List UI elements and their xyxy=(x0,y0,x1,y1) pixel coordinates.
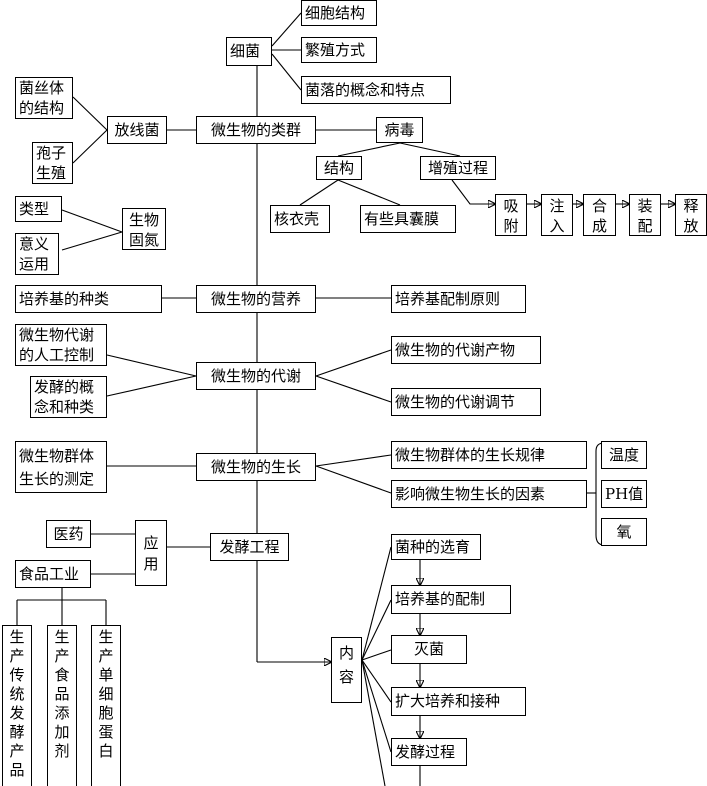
node-virus-structure: 结构 xyxy=(316,156,362,180)
node-actinomycete: 放线菌 xyxy=(107,116,167,144)
node-step-assembly: 装配 xyxy=(629,194,661,236)
node-single-cell-protein: 生产单细胞蛋白 xyxy=(91,625,121,786)
node-colony-concept: 菌落的概念和特点 xyxy=(301,76,451,104)
node-growth-factors: 影响微生物生长的因素 xyxy=(391,480,587,508)
node-oxygen: 氧 xyxy=(601,518,647,546)
node-microbe-metabolism: 微生物的代谢 xyxy=(196,362,316,390)
node-metabolites: 微生物的代谢产物 xyxy=(391,336,541,364)
node-fermentation-engineering: 发酵工程 xyxy=(210,533,289,561)
node-mycelium-structure: 菌丝体的结构 xyxy=(15,77,73,119)
node-traditional-products: 生产传统发酵产品 xyxy=(2,625,32,786)
node-scale-up-inoculation: 扩大培养和接种 xyxy=(391,687,526,716)
node-microbe-groups: 微生物的类群 xyxy=(196,116,316,144)
node-nucleocapsid: 核衣壳 xyxy=(270,205,330,233)
node-cell-structure: 细胞结构 xyxy=(301,0,377,26)
node-bacteria: 细菌 xyxy=(226,37,272,66)
node-spore-reproduction: 孢子生殖 xyxy=(32,142,73,184)
node-food-additives: 生产食品添加剂 xyxy=(47,625,77,786)
node-proliferation-process: 增殖过程 xyxy=(420,156,496,180)
node-microbe-growth: 微生物的生长 xyxy=(196,453,316,481)
node-virus: 病毒 xyxy=(376,117,423,143)
node-temperature: 温度 xyxy=(601,441,647,469)
node-step-synthesis: 合成 xyxy=(583,194,616,236)
node-nitrogen-fixation: 生物固氮 xyxy=(122,208,166,250)
node-step-adsorption: 吸附 xyxy=(495,194,527,236)
node-content: 内容 xyxy=(331,637,362,703)
node-sterilization: 灭菌 xyxy=(391,635,467,664)
node-strain-breeding: 菌种的选育 xyxy=(391,534,481,560)
node-fermentation-concept: 发酵的概念和种类 xyxy=(30,376,107,418)
node-application: 应用 xyxy=(135,520,167,586)
node-fermentation-process: 发酵过程 xyxy=(391,738,467,766)
node-step-injection: 注入 xyxy=(541,194,573,236)
node-food-industry: 食品工业 xyxy=(15,560,91,588)
node-growth-pattern: 微生物群体的生长规律 xyxy=(391,441,587,469)
node-ph-value: PH值 xyxy=(601,480,647,508)
node-significance-use: 意义运用 xyxy=(15,233,59,275)
node-step-release: 释放 xyxy=(675,194,707,236)
node-envelope: 有些具囊膜 xyxy=(360,205,456,233)
node-growth-measurement: 微生物群体生长的测定 xyxy=(15,441,107,493)
node-microbe-nutrition: 微生物的营养 xyxy=(196,285,316,313)
node-medium-preparation: 培养基的配制 xyxy=(391,585,511,614)
node-types: 类型 xyxy=(15,196,62,222)
node-medium-principles: 培养基配制原则 xyxy=(391,285,526,313)
node-medium-types: 培养基的种类 xyxy=(15,285,162,313)
node-metabolism-control: 微生物代谢的人工控制 xyxy=(15,324,107,366)
node-reproduction-mode: 繁殖方式 xyxy=(301,37,377,63)
node-metabolic-regulation: 微生物的代谢调节 xyxy=(391,388,541,416)
node-medicine: 医药 xyxy=(46,520,91,548)
